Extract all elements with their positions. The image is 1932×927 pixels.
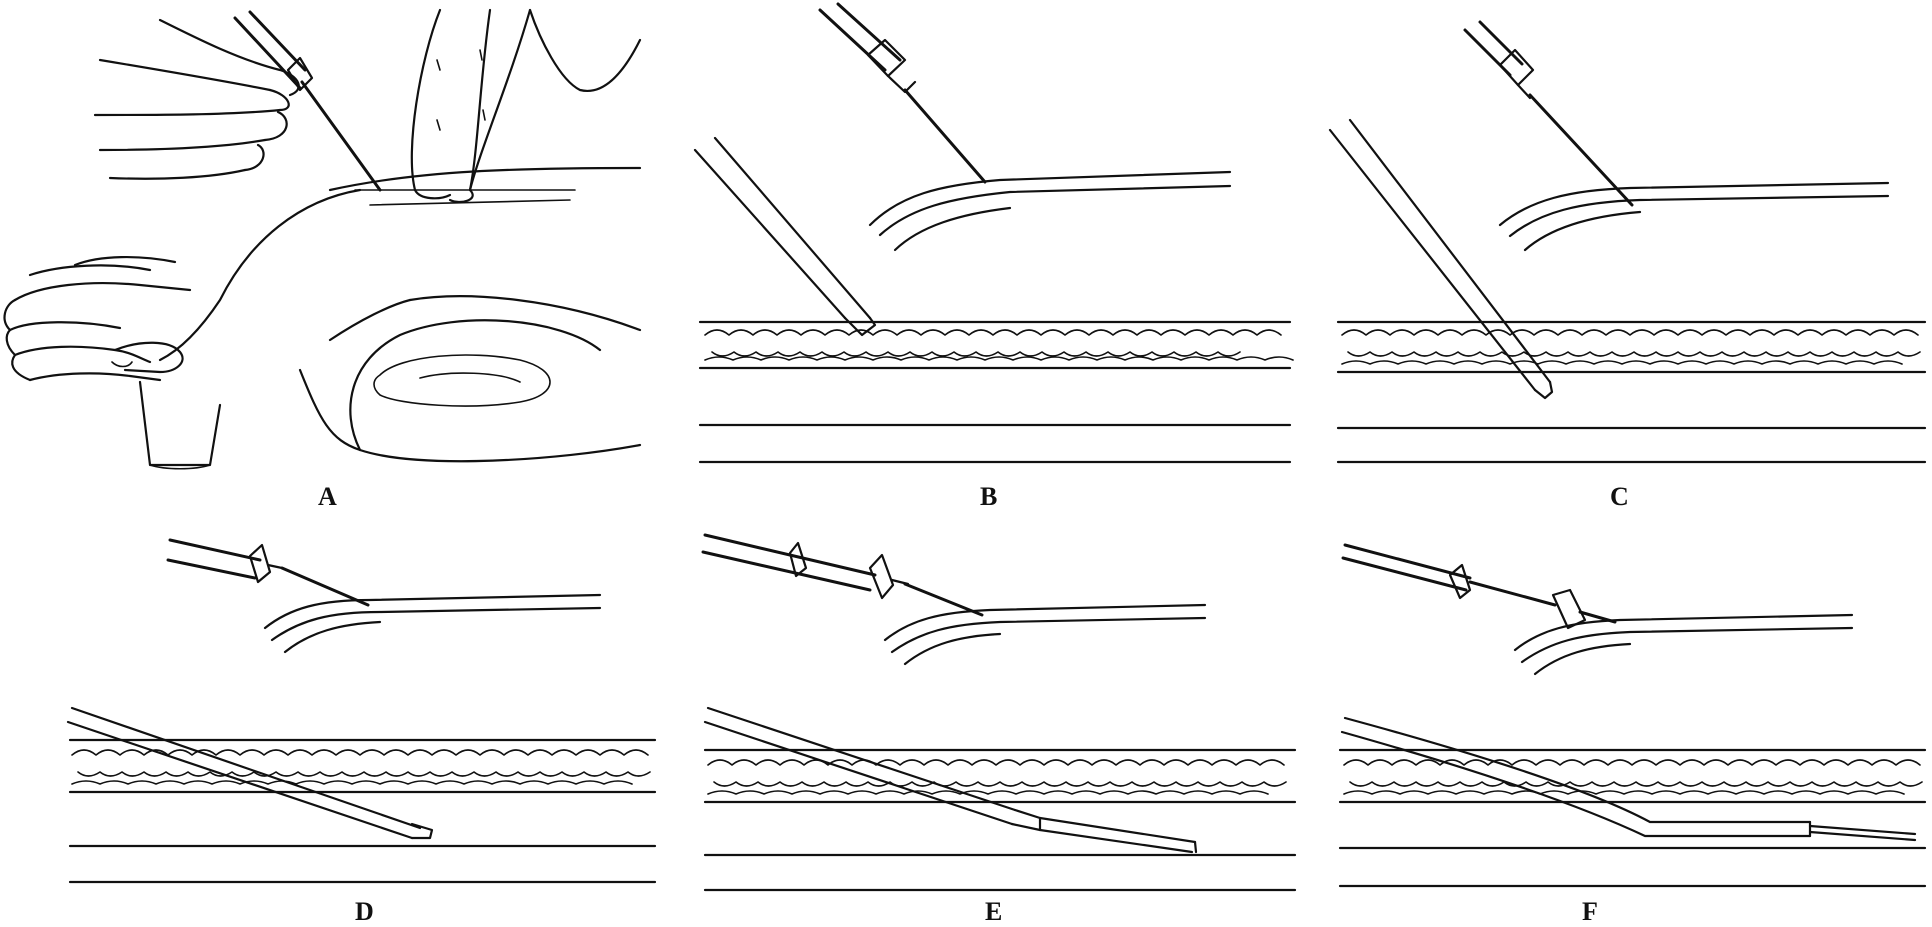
panel-label-d: D <box>355 897 374 926</box>
panel-c <box>1328 20 1927 464</box>
panel-b <box>693 2 1294 464</box>
panel-a <box>3 8 642 470</box>
tissue-texture <box>1343 759 1923 795</box>
tissue-texture <box>71 749 651 785</box>
tissue-texture <box>707 759 1287 795</box>
panel-label-f: F <box>1582 897 1598 926</box>
panel-label-c: C <box>1610 482 1629 511</box>
panel-label-a: A <box>318 482 337 511</box>
panel-label-b: B <box>980 482 997 511</box>
panel-f <box>1338 543 1927 888</box>
panel-d <box>66 538 657 884</box>
tissue-texture <box>704 329 1294 361</box>
panel-e <box>701 533 1297 892</box>
panel-label-e: E <box>985 897 1002 926</box>
tissue-texture <box>1341 329 1921 365</box>
